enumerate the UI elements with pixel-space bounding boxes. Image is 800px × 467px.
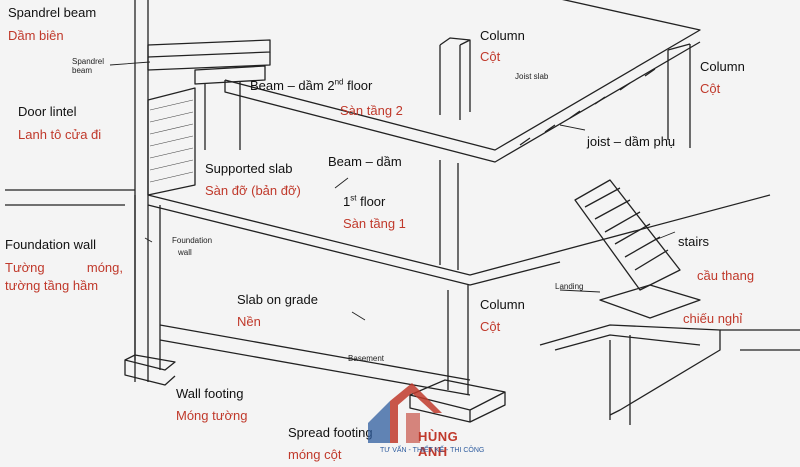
label-floor1-num: 1 <box>343 194 351 209</box>
label-floor2-num: 2 <box>327 78 335 93</box>
label-spread-footing-en: Spread footing <box>288 425 373 440</box>
label-supported-slab-vi: Sàn đỡ (bản đỡ) <box>205 183 301 198</box>
label-slab-on-grade-en: Slab on grade <box>237 292 318 307</box>
label-foundation-wall-vi-1: Tường móng, <box>5 260 123 276</box>
top-column <box>439 37 471 120</box>
left-wall <box>134 0 149 382</box>
label-floor1-en: 1st floor <box>343 194 385 210</box>
right-column <box>667 43 691 148</box>
label-floor2-sup: nd <box>334 77 344 87</box>
foundation-wall-shape <box>134 195 161 370</box>
ground-line-left <box>5 189 135 206</box>
label-spandrel-beam-small: Spandrel beam <box>72 57 105 75</box>
label-door-lintel-en: Door lintel <box>18 104 77 119</box>
label-spandrel-beam-vi: Dầm biên <box>8 28 64 43</box>
label-beam-top: Beam – dầm 2nd floor <box>250 78 372 94</box>
ground-line-right <box>720 329 800 351</box>
label-beam-top-text: Beam – dầm <box>250 78 324 93</box>
label-foundation-wall-vi-1-text: Tường móng, <box>5 260 123 275</box>
spandrel-beam-block <box>147 39 271 58</box>
logo-house-icon <box>368 383 442 443</box>
label-column-right-en: Column <box>700 59 745 74</box>
label-supported-slab-en: Supported slab <box>205 161 293 176</box>
joists <box>519 68 656 146</box>
label-floor1-vi: Sàn tầng 1 <box>343 216 406 231</box>
landing <box>599 284 701 319</box>
label-column-top-vi: Cột <box>480 49 501 64</box>
label-column-low-en: Column <box>480 297 525 312</box>
label-floor1-sup: st <box>350 193 357 203</box>
label-foundation-wall-small-1: Foundation <box>172 236 213 245</box>
label-spread-footing-vi: móng cột <box>288 447 342 462</box>
label-column-top-en: Column <box>480 28 525 43</box>
logo-name: HÙNG ANH <box>418 429 459 459</box>
label-spandrel-beam-en: Spandrel beam <box>8 5 97 20</box>
label-landing-vi: chiếu nghỉ <box>683 311 743 326</box>
label-column-low-vi: Cột <box>480 319 501 334</box>
basement-floor <box>159 324 471 396</box>
logo-tagline: TƯ VẤN - THIẾT KẾ - THI CÔNG <box>380 447 485 454</box>
label-floor1-word: floor <box>356 194 386 209</box>
door-lintel <box>194 65 266 85</box>
mid-column <box>439 160 459 270</box>
label-wall-footing-en: Wall footing <box>176 386 244 401</box>
low-column <box>447 285 469 395</box>
label-floor2-word: floor <box>343 78 373 93</box>
label-stairs-en: stairs <box>678 234 710 249</box>
label-landing-small: Landing <box>555 282 584 291</box>
first-floor-slab <box>147 194 771 276</box>
stairs-outline <box>574 179 681 291</box>
brick-hatch <box>149 99 194 183</box>
retaining-wall <box>539 324 721 416</box>
label-foundation-wall-en: Foundation wall <box>5 237 97 252</box>
label-foundation-wall-vi-2: tường tầng hầm <box>5 278 99 293</box>
label-basement-small: Basement <box>348 354 385 363</box>
label-column-right-vi: Cột <box>700 81 721 96</box>
label-wall-footing-vi: Móng tường <box>176 408 248 423</box>
label-foundation-wall-small-2: wall <box>178 248 192 257</box>
label-floor2-vi: Sàn tầng 2 <box>340 103 403 118</box>
wall-footing-shape <box>124 354 176 386</box>
label-door-lintel-vi: Lanh tô cửa đi <box>18 127 102 142</box>
second-floor-slab <box>224 0 701 151</box>
hung-anh-logo: HÙNG ANH TƯ VẤN - THIẾT KẾ - THI CÔNG <box>350 383 484 467</box>
spread-footing-shape <box>409 379 506 423</box>
label-slab-on-grade-vi: Nền <box>237 314 261 329</box>
label-beam-mid: Beam – dầm <box>328 154 402 169</box>
label-joist-slab-small: Joist slab <box>515 72 549 81</box>
label-joist: joist – dầm phụ <box>587 134 676 149</box>
label-stairs-vi: cầu thang <box>697 268 755 283</box>
brick-wall <box>147 87 196 196</box>
